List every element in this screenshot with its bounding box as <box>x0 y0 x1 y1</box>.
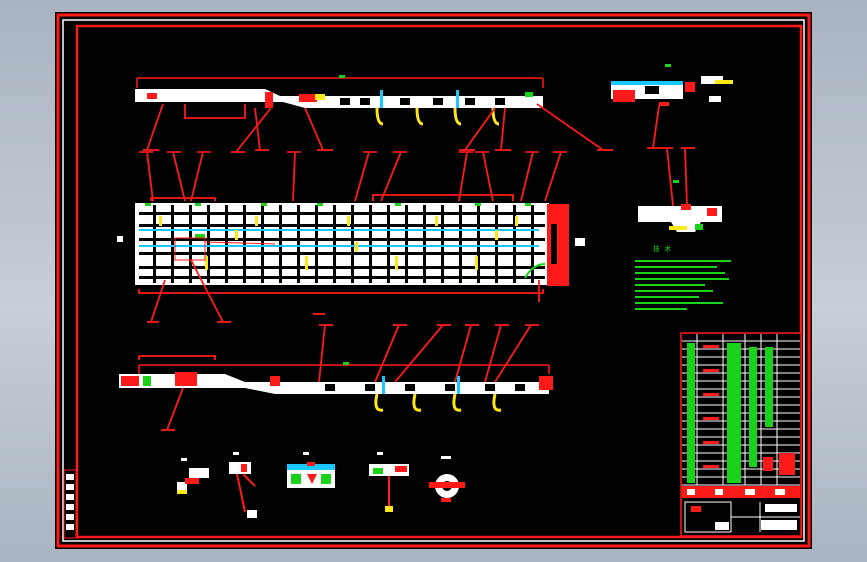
bottom-detail-3 <box>287 452 335 488</box>
plan-view <box>117 151 585 323</box>
title-block <box>680 332 802 537</box>
plan-green-marks <box>145 203 546 279</box>
notes-heading: 技 术 <box>653 244 671 253</box>
detail-view-mid-right <box>638 147 722 232</box>
binding-strip <box>63 469 77 539</box>
bottom-detail-1 <box>177 458 209 494</box>
bottom-detail-2 <box>229 452 257 518</box>
detail-view-top-right <box>611 64 733 149</box>
drawing-sheet: 技 术 <box>55 12 812 549</box>
outer-border <box>56 13 811 548</box>
plan-yellow-marks <box>159 216 518 270</box>
side-view-top <box>135 75 613 153</box>
sheet-frame <box>62 19 805 542</box>
cad-drawing: 技 术 <box>56 13 811 548</box>
drawing-frame <box>75 24 803 539</box>
plan-end-plate <box>547 204 569 286</box>
parts-list-entries <box>687 343 773 483</box>
bottom-detail-4 <box>369 452 409 512</box>
bottom-detail-5 <box>429 456 465 502</box>
technical-notes: 技 术 <box>635 244 731 310</box>
side-view-bottom <box>119 324 553 431</box>
